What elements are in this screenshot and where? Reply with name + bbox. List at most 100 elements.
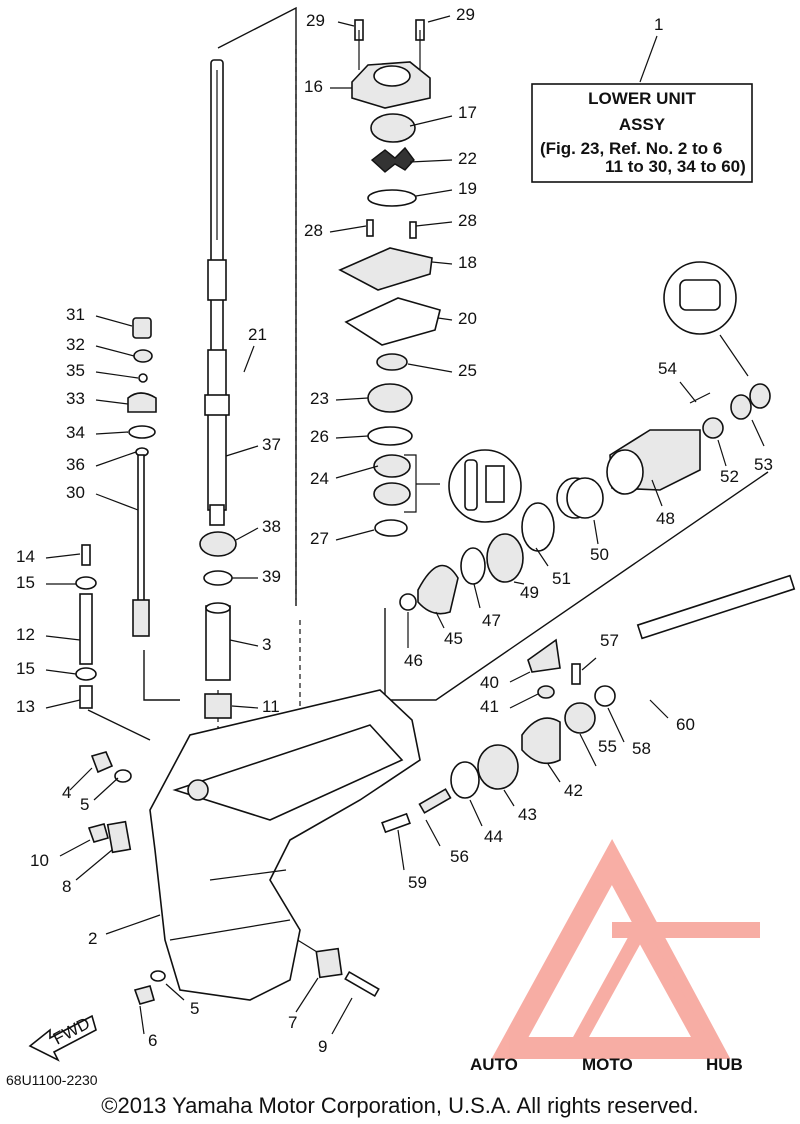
callout-leader	[513, 581, 525, 585]
callout-number-43: 43	[518, 805, 537, 824]
callout-number-18: 18	[458, 253, 477, 272]
callout-leader	[409, 115, 453, 127]
callout-leader	[95, 371, 139, 379]
callout-leader	[165, 983, 185, 1001]
callout-leader	[535, 547, 549, 567]
callout-leader	[93, 777, 119, 801]
callout-number-41: 41	[480, 697, 499, 716]
callout-number-13: 13	[16, 697, 35, 716]
callout-number-6: 6	[148, 1031, 157, 1050]
nameplate-line3: (Fig. 23, Ref. No. 2 to 6	[540, 139, 722, 158]
callout-number-48: 48	[656, 509, 675, 528]
callout-leader	[45, 635, 81, 641]
nameplate-line4: 11 to 30, 34 to 60)	[605, 157, 746, 176]
callout-number-4: 4	[62, 783, 71, 802]
copyright-notice: ©2013 Yamaha Motor Corporation, U.S.A. A…	[101, 1093, 699, 1118]
callout-number-19: 19	[458, 179, 477, 198]
callout-leader	[335, 435, 369, 439]
callout-leader	[45, 699, 81, 709]
callout-leader	[503, 789, 515, 807]
callout-leader	[337, 21, 355, 27]
callout-leader	[335, 465, 379, 479]
callout-leader	[45, 553, 81, 559]
callout-number-57: 57	[600, 631, 619, 650]
callout-leader	[651, 479, 663, 507]
callout-leader	[95, 451, 137, 467]
callout-leader	[751, 419, 765, 447]
callout-number-21: 21	[248, 325, 267, 344]
callout-leader	[295, 977, 319, 1013]
callout-leader	[415, 189, 453, 197]
callout-leader	[329, 225, 367, 233]
nameplate-line2: ASSY	[619, 115, 666, 134]
callout-leader	[679, 381, 697, 403]
callout-number-27: 27	[310, 529, 329, 548]
callout-leader	[581, 657, 597, 671]
watermark-logo	[491, 838, 760, 1059]
callout-number-15: 15	[16, 573, 35, 592]
callout-number-44: 44	[484, 827, 503, 846]
callout-leader	[335, 397, 369, 401]
nameplate-line1: LOWER UNIT	[588, 89, 696, 108]
callout-leader	[469, 799, 483, 827]
callout-leader	[435, 611, 445, 629]
callout-leader	[607, 707, 625, 743]
water-pump-parts	[338, 19, 522, 537]
callout-leader	[427, 15, 451, 23]
callout-number-42: 42	[564, 781, 583, 800]
callout-number-29: 29	[306, 11, 325, 30]
callout-leader	[397, 829, 405, 871]
callout-1: 1	[654, 15, 663, 34]
callout-number-5: 5	[190, 999, 199, 1018]
callout-number-54: 54	[658, 359, 677, 378]
callout-leader	[105, 914, 161, 935]
callout-leader	[75, 849, 113, 881]
callout-number-20: 20	[458, 309, 477, 328]
callout-number-51: 51	[552, 569, 571, 588]
callout-number-28: 28	[304, 221, 323, 240]
assembly-nameplate: 1 LOWER UNIT ASSY (Fig. 23, Ref. No. 2 t…	[531, 15, 753, 183]
propeller-shaft-assembly	[381, 261, 796, 834]
callout-leader	[425, 819, 441, 847]
callout-leader	[59, 839, 91, 857]
callout-number-45: 45	[444, 629, 463, 648]
callout-number-3: 3	[262, 635, 271, 654]
callout-leader	[593, 519, 599, 545]
fwd-arrow: FWD	[28, 1014, 97, 1062]
shift-rod-parts	[75, 317, 157, 709]
callout-number-37: 37	[262, 435, 281, 454]
callout-leader	[331, 997, 353, 1035]
callout-leader	[437, 317, 453, 321]
callout-number-14: 14	[16, 547, 35, 566]
callout-leader	[95, 315, 133, 327]
callout-number-46: 46	[404, 651, 423, 670]
callout-number-23: 23	[310, 389, 329, 408]
callout-leader	[95, 399, 129, 405]
watermark-hub: HUB	[706, 1055, 743, 1074]
callout-leader	[235, 527, 259, 541]
callout-number-9: 9	[318, 1037, 327, 1056]
callout-number-2: 2	[88, 929, 97, 948]
callout-number-59: 59	[408, 873, 427, 892]
callout-leader	[225, 445, 259, 457]
callout-leader	[547, 763, 561, 783]
callout-number-28: 28	[458, 211, 477, 230]
callout-leader	[139, 1005, 145, 1035]
callout-number-39: 39	[262, 567, 281, 586]
callout-leader	[95, 345, 135, 357]
drive-shaft	[204, 59, 230, 526]
callout-number-60: 60	[676, 715, 695, 734]
callout-leader	[649, 699, 669, 719]
callout-number-22: 22	[458, 149, 477, 168]
callout-number-5: 5	[80, 795, 89, 814]
callout-number-40: 40	[480, 673, 499, 692]
drive-shaft-bearings	[199, 531, 237, 719]
callout-number-50: 50	[590, 545, 609, 564]
callout-leader	[95, 431, 129, 435]
callout-number-31: 31	[66, 305, 85, 324]
callout-number-17: 17	[458, 103, 477, 122]
callout-number-32: 32	[66, 335, 85, 354]
watermark-text: AUTO MOTO HUB	[470, 1055, 743, 1074]
